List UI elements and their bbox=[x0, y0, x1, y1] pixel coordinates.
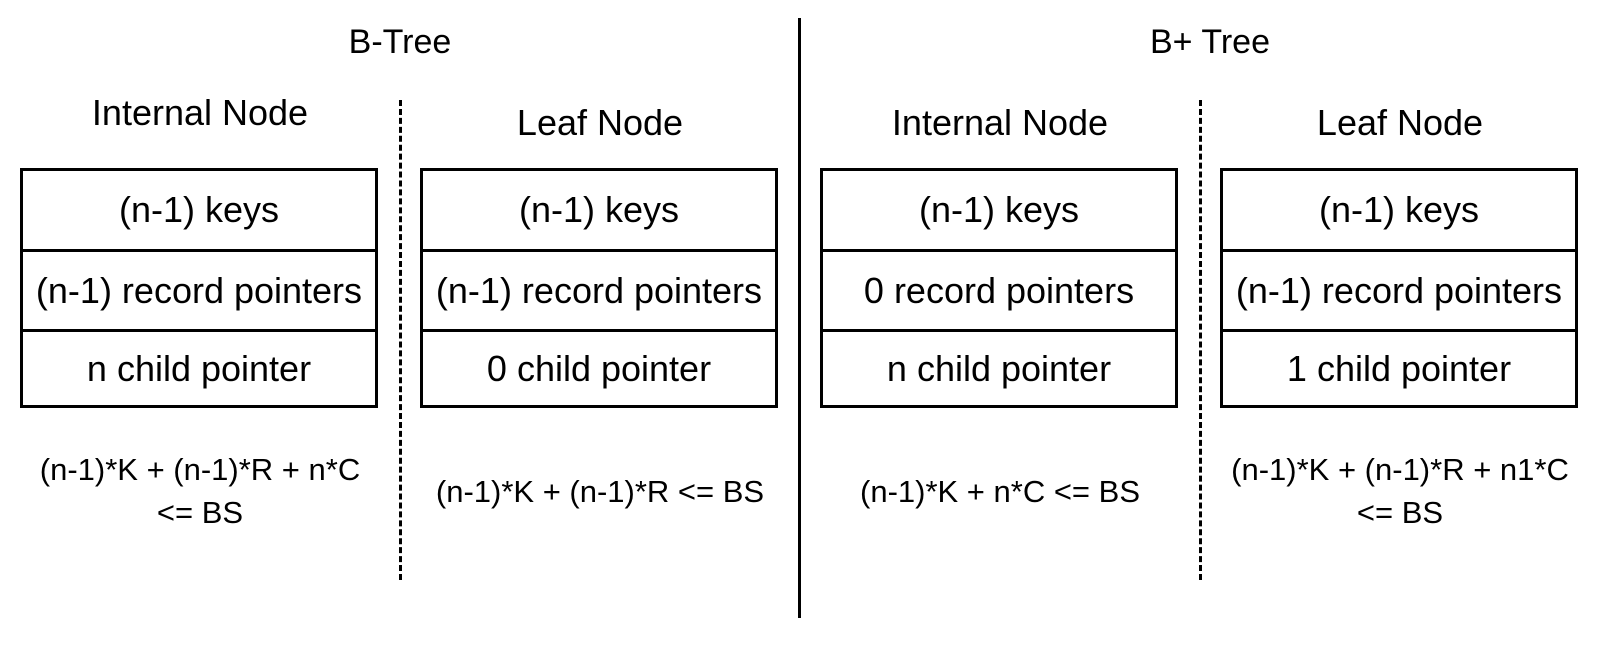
node-row-keys: (n-1) keys bbox=[518, 189, 680, 230]
formula-b-plus-tree-internal: (n-1)*K + n*C <= BS bbox=[860, 474, 1140, 509]
node-row-record-pointers: (n-1) record pointers bbox=[1223, 249, 1575, 329]
column-title-b-plus-tree-internal: Internal Node bbox=[891, 102, 1109, 143]
section-divider bbox=[798, 18, 801, 618]
node-row-child-pointer: 0 child pointer bbox=[423, 329, 775, 406]
node-row-record-pointers: (n-1) record pointers bbox=[423, 249, 775, 329]
node-row-keys: (n-1) keys bbox=[918, 189, 1080, 230]
node-row-keys: (n-1) keys bbox=[1318, 189, 1480, 230]
node-row-keys: (n-1) keys bbox=[118, 189, 280, 230]
formula-b-tree-internal: (n-1)*K + (n-1)*R + n*C <= BS bbox=[39, 452, 361, 530]
column-divider-b-plus-tree bbox=[1199, 100, 1202, 580]
node-box-b-tree-leaf: (n-1) keys (n-1) record pointers 0 child… bbox=[420, 168, 778, 408]
section-title-b-tree: B-Tree bbox=[348, 23, 452, 61]
node-row-child-pointer: 1 child pointer bbox=[1223, 329, 1575, 406]
node-row-child-pointer: n child pointer bbox=[23, 329, 375, 406]
section-title-b-plus-tree: B+ Tree bbox=[1149, 23, 1270, 61]
column-title-b-plus-tree-leaf: Leaf Node bbox=[1316, 102, 1484, 143]
node-box-b-plus-tree-internal: (n-1) keys 0 record pointers n child poi… bbox=[820, 168, 1178, 408]
formula-b-plus-tree-leaf: (n-1)*K + (n-1)*R + n1*C <= BS bbox=[1231, 452, 1569, 530]
node-row-record-pointers: (n-1) record pointers bbox=[23, 249, 375, 329]
column-title-b-tree-leaf: Leaf Node bbox=[516, 102, 684, 143]
node-box-b-plus-tree-leaf: (n-1) keys (n-1) record pointers 1 child… bbox=[1220, 168, 1578, 408]
formula-b-tree-leaf: (n-1)*K + (n-1)*R <= BS bbox=[435, 474, 765, 509]
column-title-b-tree-internal: Internal Node bbox=[91, 92, 309, 133]
node-row-child-pointer: n child pointer bbox=[823, 329, 1175, 406]
node-row-record-pointers: 0 record pointers bbox=[823, 249, 1175, 329]
column-divider-b-tree bbox=[399, 100, 402, 580]
node-box-b-tree-internal: (n-1) keys (n-1) record pointers n child… bbox=[20, 168, 378, 408]
